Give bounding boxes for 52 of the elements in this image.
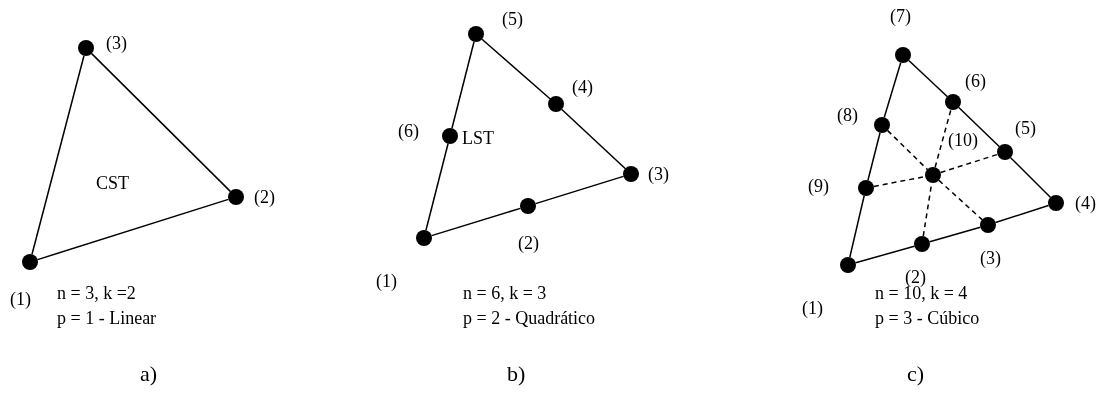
element-edge: [958, 106, 1000, 148]
dashed-line: [938, 179, 983, 221]
element-edge: [994, 204, 1050, 224]
parameter-text: p = 1 - Linear: [57, 309, 157, 327]
element-edge: [1009, 156, 1052, 199]
parameter-text: n = 6, k = 3: [463, 284, 547, 302]
panel-label: c): [907, 363, 925, 385]
element-label: LST: [462, 129, 494, 147]
node-number: (9): [808, 177, 829, 195]
node-number: (10): [948, 131, 978, 149]
node-number: (5): [502, 10, 523, 28]
panel-label: a): [140, 363, 158, 385]
node-number: (5): [1015, 119, 1036, 137]
element-edge: [561, 108, 626, 170]
node-number: (1): [802, 299, 823, 317]
node-number: (1): [376, 272, 397, 290]
element-label: CST: [96, 174, 129, 192]
dashed-line: [939, 153, 999, 174]
element-edge: [854, 245, 916, 264]
node-number: (7): [890, 7, 911, 25]
node-number: (3): [648, 165, 669, 183]
node-number: (3): [106, 34, 127, 52]
element-edge: [425, 143, 449, 231]
element-edge: [31, 55, 85, 255]
element-edge: [90, 52, 232, 193]
element-edge: [451, 41, 475, 129]
dashed-line: [886, 129, 929, 171]
panel-label: b): [507, 363, 526, 385]
node-number: (4): [1075, 194, 1096, 212]
parameter-text: p = 3 - Cúbico: [875, 309, 980, 327]
element-edge: [430, 207, 522, 237]
parameter-text: p = 2 - Quadrático: [463, 309, 596, 327]
node-number: (3): [980, 249, 1001, 267]
dashed-line: [873, 175, 926, 188]
node-number: (1): [10, 290, 31, 308]
element-edge: [908, 59, 948, 98]
node-number: (6): [398, 122, 419, 140]
element-edge: [928, 226, 982, 243]
element-edge: [849, 195, 865, 258]
node-number: (2): [905, 268, 926, 286]
node-number: (2): [254, 188, 275, 206]
node-number: (2): [518, 234, 539, 252]
dashed-line: [934, 108, 952, 169]
element-edge: [481, 38, 551, 100]
node-number: (8): [837, 106, 858, 124]
element-edge: [534, 175, 625, 205]
element-edge: [36, 198, 230, 261]
element-edge: [867, 132, 881, 181]
node-number: (4): [572, 78, 593, 96]
parameter-text: n = 3, k =2: [57, 284, 136, 302]
node-number: (6): [965, 72, 986, 90]
element-edge: [883, 61, 902, 119]
